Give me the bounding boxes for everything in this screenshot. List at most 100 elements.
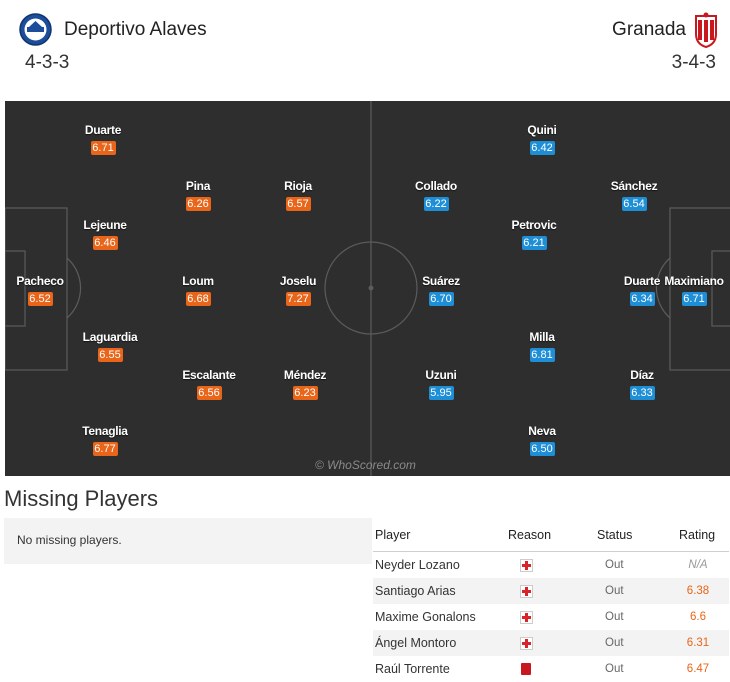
home-player[interactable]: Loum 6.68 [138, 274, 258, 307]
player-name: Collado [415, 179, 457, 193]
missing-status: Out [605, 585, 624, 597]
missing-player-name[interactable]: Maxime Gonalons [375, 610, 476, 624]
player-rating: 6.22 [423, 197, 449, 211]
player-name: Quini [527, 123, 557, 137]
table-header: Player Reason Status Rating [373, 519, 729, 552]
player-name: Neva [528, 424, 556, 438]
injury-cross-icon [520, 637, 533, 650]
player-name: Méndez [283, 368, 327, 382]
player-name: Petrovic [511, 218, 557, 232]
missing-status: Out [605, 559, 624, 571]
away-player[interactable]: Uzuni 5.95 [381, 368, 501, 401]
player-name: Díaz [630, 368, 654, 382]
table-row[interactable]: Neyder Lozano Out N/A [373, 552, 729, 578]
missing-rating: 6.6 [690, 611, 706, 623]
player-name: Loum [182, 274, 214, 288]
away-player[interactable]: Maximiano 6.71 [634, 274, 730, 307]
table-row[interactable]: Santiago Arias Out 6.38 [373, 578, 729, 604]
missing-rating: 6.31 [686, 637, 710, 649]
player-name: Uzuni [425, 368, 457, 382]
player-rating: 6.81 [529, 348, 555, 362]
away-player[interactable]: Quini 6.42 [482, 123, 602, 156]
no-missing-text: No missing players. [17, 533, 122, 547]
away-player[interactable]: Suárez 6.70 [381, 274, 501, 307]
player-name: Milla [529, 330, 555, 344]
injury-cross-icon [520, 611, 533, 624]
player-rating: 6.42 [529, 141, 555, 155]
home-player[interactable]: Duarte 6.71 [43, 123, 163, 156]
player-name: Duarte [623, 274, 661, 288]
player-name: Lejeune [83, 218, 127, 232]
player-rating: 6.55 [97, 348, 123, 362]
missing-rating: N/A [688, 559, 708, 571]
player-name: Duarte [84, 123, 122, 137]
player-name: Suárez [422, 274, 460, 288]
injury-cross-icon [520, 559, 533, 572]
table-row[interactable]: Ángel Montoro Out 6.31 [373, 630, 729, 656]
away-player[interactable]: Díaz 6.33 [582, 368, 702, 401]
missing-status: Out [605, 637, 624, 649]
header-rating[interactable]: Rating [679, 528, 716, 542]
player-name: Laguardia [82, 330, 138, 344]
table-row[interactable]: Raúl Torrente Out 6.47 [373, 656, 729, 682]
away-player[interactable]: Sánchez 6.54 [574, 179, 694, 212]
player-rating: 6.46 [92, 236, 118, 250]
player-rating: 6.70 [428, 292, 454, 306]
home-team-name[interactable]: Deportivo Alaves [64, 19, 207, 40]
match-header: Deportivo Alaves 4-3-3 Granada 3-4-3 [0, 0, 730, 96]
away-team-name[interactable]: Granada [612, 19, 686, 40]
home-missing-panel: No missing players. [4, 518, 372, 564]
away-player[interactable]: Collado 6.22 [376, 179, 496, 212]
pitch-markings [5, 101, 730, 476]
player-rating: 7.27 [285, 292, 311, 306]
watermark: © WhoScored.com [315, 458, 416, 472]
missing-status: Out [605, 663, 624, 675]
player-rating: 6.71 [681, 292, 707, 306]
missing-player-name[interactable]: Raúl Torrente [375, 662, 450, 676]
header-reason[interactable]: Reason [508, 528, 552, 542]
red-card-icon [521, 663, 531, 675]
table-row[interactable]: Maxime Gonalons Out 6.6 [373, 604, 729, 630]
player-rating: 6.54 [621, 197, 647, 211]
missing-rating: 6.47 [686, 663, 710, 675]
home-player[interactable]: Joselu 7.27 [238, 274, 358, 307]
player-name: Joselu [279, 274, 317, 288]
player-rating: 6.52 [27, 292, 53, 306]
home-player[interactable]: Pacheco 6.52 [5, 274, 100, 307]
player-rating: 5.95 [428, 386, 454, 400]
player-rating: 6.77 [92, 442, 118, 456]
missing-player-name[interactable]: Neyder Lozano [375, 558, 460, 572]
player-name: Sánchez [610, 179, 658, 193]
away-player[interactable]: Milla 6.81 [482, 330, 602, 363]
missing-players-title: Missing Players [4, 486, 159, 511]
missing-player-name[interactable]: Ángel Montoro [375, 636, 457, 650]
player-name: Maximiano [664, 274, 724, 288]
missing-player-name[interactable]: Santiago Arias [375, 584, 456, 598]
home-player[interactable]: Laguardia 6.55 [50, 330, 170, 363]
player-name: Pacheco [16, 274, 64, 288]
player-name: Escalante [182, 368, 236, 382]
missing-status: Out [605, 611, 624, 623]
header-status[interactable]: Status [597, 528, 633, 542]
header-player[interactable]: Player [375, 528, 411, 542]
away-formation: 3-4-3 [671, 52, 716, 73]
player-rating: 6.71 [90, 141, 116, 155]
player-name: Rioja [284, 179, 312, 193]
home-player[interactable]: Lejeune 6.46 [45, 218, 165, 251]
home-formation: 4-3-3 [25, 52, 70, 73]
away-missing-table: Player Reason Status Rating Neyder Lozan… [373, 519, 729, 682]
alaves-crest-icon [19, 13, 52, 46]
player-rating: 6.68 [185, 292, 211, 306]
player-rating: 6.26 [185, 197, 211, 211]
player-rating: 6.33 [629, 386, 655, 400]
missing-rating: 6.38 [686, 585, 710, 597]
